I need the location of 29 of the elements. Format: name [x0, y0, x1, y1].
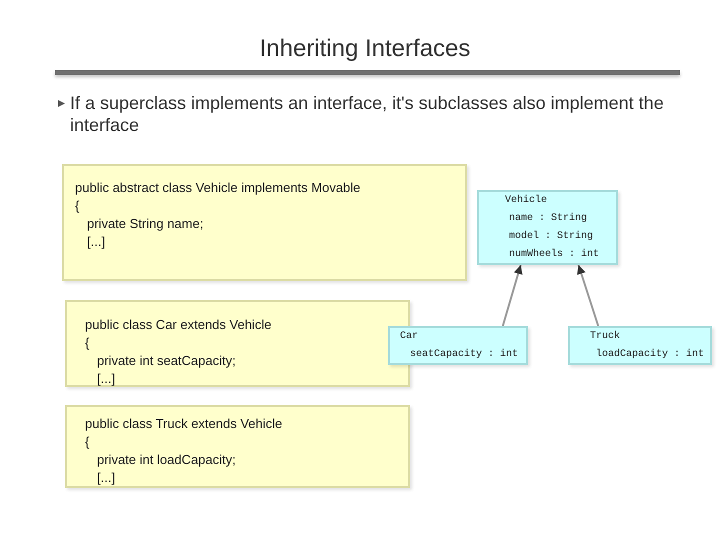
arrow — [502, 264, 522, 326]
attribute-text: loadCapacity : int — [596, 348, 704, 362]
attribute-text: numWheels : int — [509, 248, 600, 262]
code-line: [...] — [97, 469, 116, 487]
code-line: [...] — [97, 370, 116, 388]
code-line: public abstract class Vehicle implements Movable — [75, 179, 360, 197]
bullet-text: If a superclass implements an interface, it's subclasses also implement the interface — [70, 92, 665, 136]
code-box — [65, 405, 410, 488]
slide-title: Inheriting Interfaces — [260, 35, 470, 63]
class-box — [568, 326, 712, 365]
class-name: Vehicle — [505, 194, 548, 208]
code-box — [62, 164, 467, 281]
class-box — [477, 190, 618, 265]
attribute-text: name : String — [509, 212, 588, 226]
attribute-text: seatCapacity : int — [410, 348, 518, 362]
code-line: public class Truck extends Vehicle — [85, 415, 282, 433]
code-line: private int loadCapacity; — [97, 451, 236, 469]
code-line: private int seatCapacity; — [97, 352, 236, 370]
attribute-text: model : String — [509, 230, 594, 244]
arrow — [577, 264, 600, 326]
code-line: { — [85, 334, 90, 352]
class-name: Car — [400, 330, 418, 344]
code-line: { — [85, 433, 90, 451]
code-line: [...] — [87, 233, 106, 251]
class-box — [388, 326, 528, 365]
code-line: { — [75, 197, 80, 215]
code-line: private String name; — [87, 215, 204, 233]
class-name: Truck — [590, 330, 620, 344]
code-line: public class Car extends Vehicle — [85, 316, 272, 334]
